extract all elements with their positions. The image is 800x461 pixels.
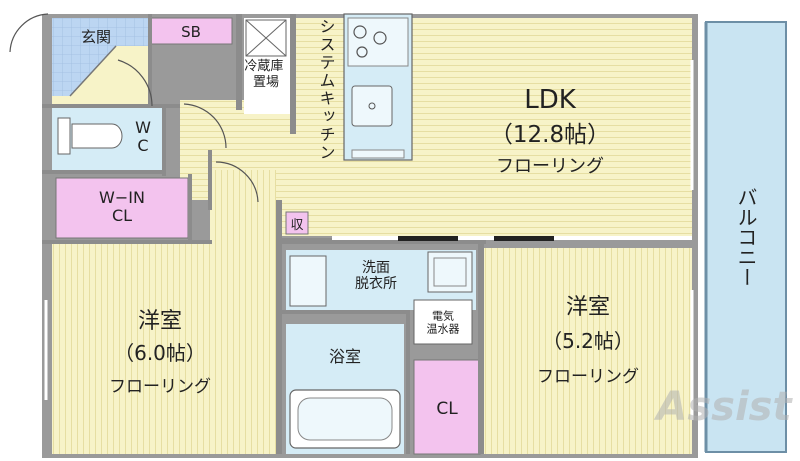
bathroom: [286, 324, 404, 454]
toilet-room: [52, 108, 162, 170]
entrance: [52, 18, 148, 104]
water-heater: [413, 299, 473, 345]
interior-walls: [42, 14, 486, 454]
western-right-size: （5.2帖）: [542, 329, 634, 353]
closet-right: [413, 359, 481, 455]
western-left-name: 洋室: [138, 309, 182, 334]
fridge-space-label: 冷蔵庫 置場: [244, 59, 287, 90]
western-right-name: 洋室: [566, 295, 610, 320]
room-western-left: [52, 170, 276, 454]
shoe-box-label: SB: [181, 23, 201, 41]
balcony-label: バルコニー: [734, 187, 758, 287]
fridge-space: [244, 18, 290, 114]
western-left-size: （6.0帖）: [114, 341, 206, 365]
water-heater-label: 電気温水器: [427, 309, 460, 336]
closet-label: CL: [436, 399, 458, 419]
balcony: バルコニー: [704, 21, 787, 453]
ldk-size: （12.8帖）: [490, 122, 610, 148]
small-storage-label: 収: [290, 218, 303, 233]
doors: [9, 13, 259, 203]
windows: [44, 60, 694, 420]
bathroom-label: 浴室: [329, 347, 361, 366]
kitchen-counter: [343, 13, 413, 161]
watermark-logo: Assist: [653, 384, 793, 430]
fridge-space-label-line1: 冷蔵庫: [244, 59, 283, 74]
room-western-right: [484, 248, 692, 454]
shoe-box: [149, 17, 233, 45]
ldk-floor: フローリング: [496, 156, 604, 177]
walk-in-closet: [55, 177, 189, 239]
western-left-floor: フローリング: [109, 377, 211, 397]
entrance-label: 玄関: [81, 28, 111, 46]
washroom-label: 洗面脱衣所: [355, 260, 397, 292]
ldk-name: LDK: [524, 85, 577, 115]
small-storage: [285, 211, 309, 235]
western-right-floor: フローリング: [537, 367, 639, 387]
sliding-partition: [332, 236, 692, 241]
kitchen-label: システムキッチン: [317, 18, 336, 162]
